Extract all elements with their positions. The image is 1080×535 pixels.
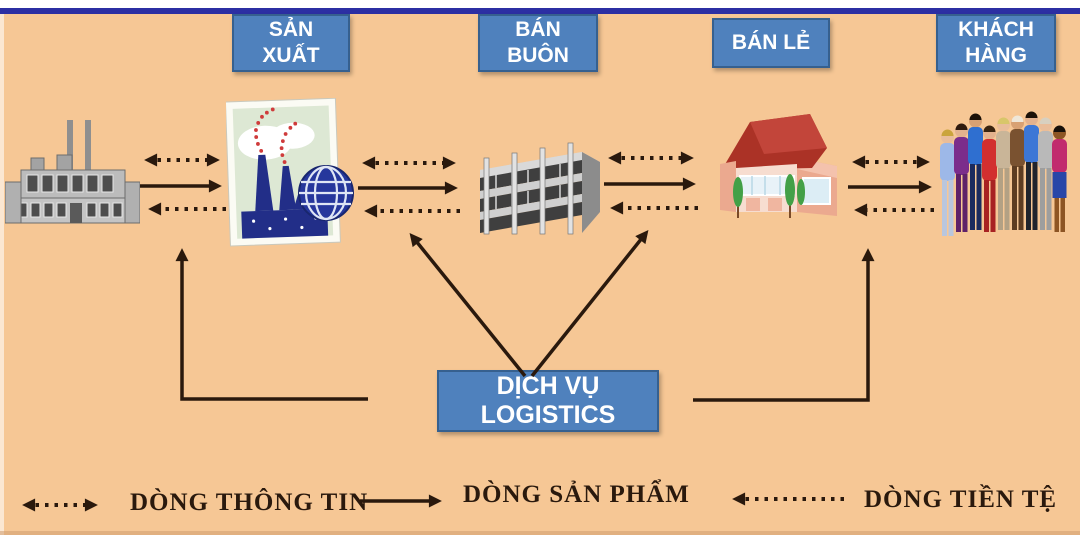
logistics-connector-right-elbow bbox=[693, 248, 875, 402]
wholesale-building-icon bbox=[462, 112, 607, 237]
dotted-left-arrow-icon bbox=[732, 492, 844, 506]
legend-label-product-flow: DÒNG SẢN PHẨM bbox=[463, 481, 690, 508]
frame-left-strip bbox=[0, 14, 4, 535]
production-plant-stamp-icon bbox=[226, 98, 356, 250]
logistics-label: DỊCH VỤ LOGISTICS bbox=[480, 372, 616, 429]
top-border-line bbox=[0, 8, 1080, 14]
legend-label-info-flow: DÒNG THÔNG TIN bbox=[130, 489, 369, 516]
logistics-box: DỊCH VỤ LOGISTICS bbox=[437, 370, 659, 432]
stage-label-khach-hang: KHÁCH HÀNG bbox=[958, 18, 1034, 67]
stage-box-ban-le: BÁN LẺ bbox=[712, 18, 830, 68]
stage-label-ban-buon: BÁN BUÔN bbox=[507, 18, 569, 67]
stage-label-ban-le: BÁN LẺ bbox=[731, 31, 811, 55]
solid-right-arrow-icon bbox=[360, 494, 442, 508]
dotted-double-arrow-icon bbox=[22, 498, 98, 512]
logistics-connector-diagonal-right bbox=[530, 229, 649, 378]
stage-box-ban-buon: BÁN BUÔN bbox=[478, 14, 598, 72]
frame-bottom-strip bbox=[0, 531, 1080, 535]
legend-label-money-flow: DÒNG TIỀN TỆ bbox=[864, 486, 1058, 513]
stage-box-khach-hang: KHÁCH HÀNG bbox=[936, 14, 1056, 72]
retail-store-icon bbox=[702, 106, 847, 228]
supplier-factory-icon bbox=[5, 120, 140, 225]
customer-group-icon bbox=[938, 100, 1078, 240]
logistics-connector-diagonal-left bbox=[409, 232, 527, 378]
logistics-connector-left-elbow bbox=[175, 248, 368, 401]
stage-box-san-xuat: SẢN XUẤT bbox=[232, 14, 350, 72]
frame-top-strip bbox=[0, 0, 1080, 8]
stage-label-san-xuat: SẢN XUẤT bbox=[262, 18, 320, 67]
